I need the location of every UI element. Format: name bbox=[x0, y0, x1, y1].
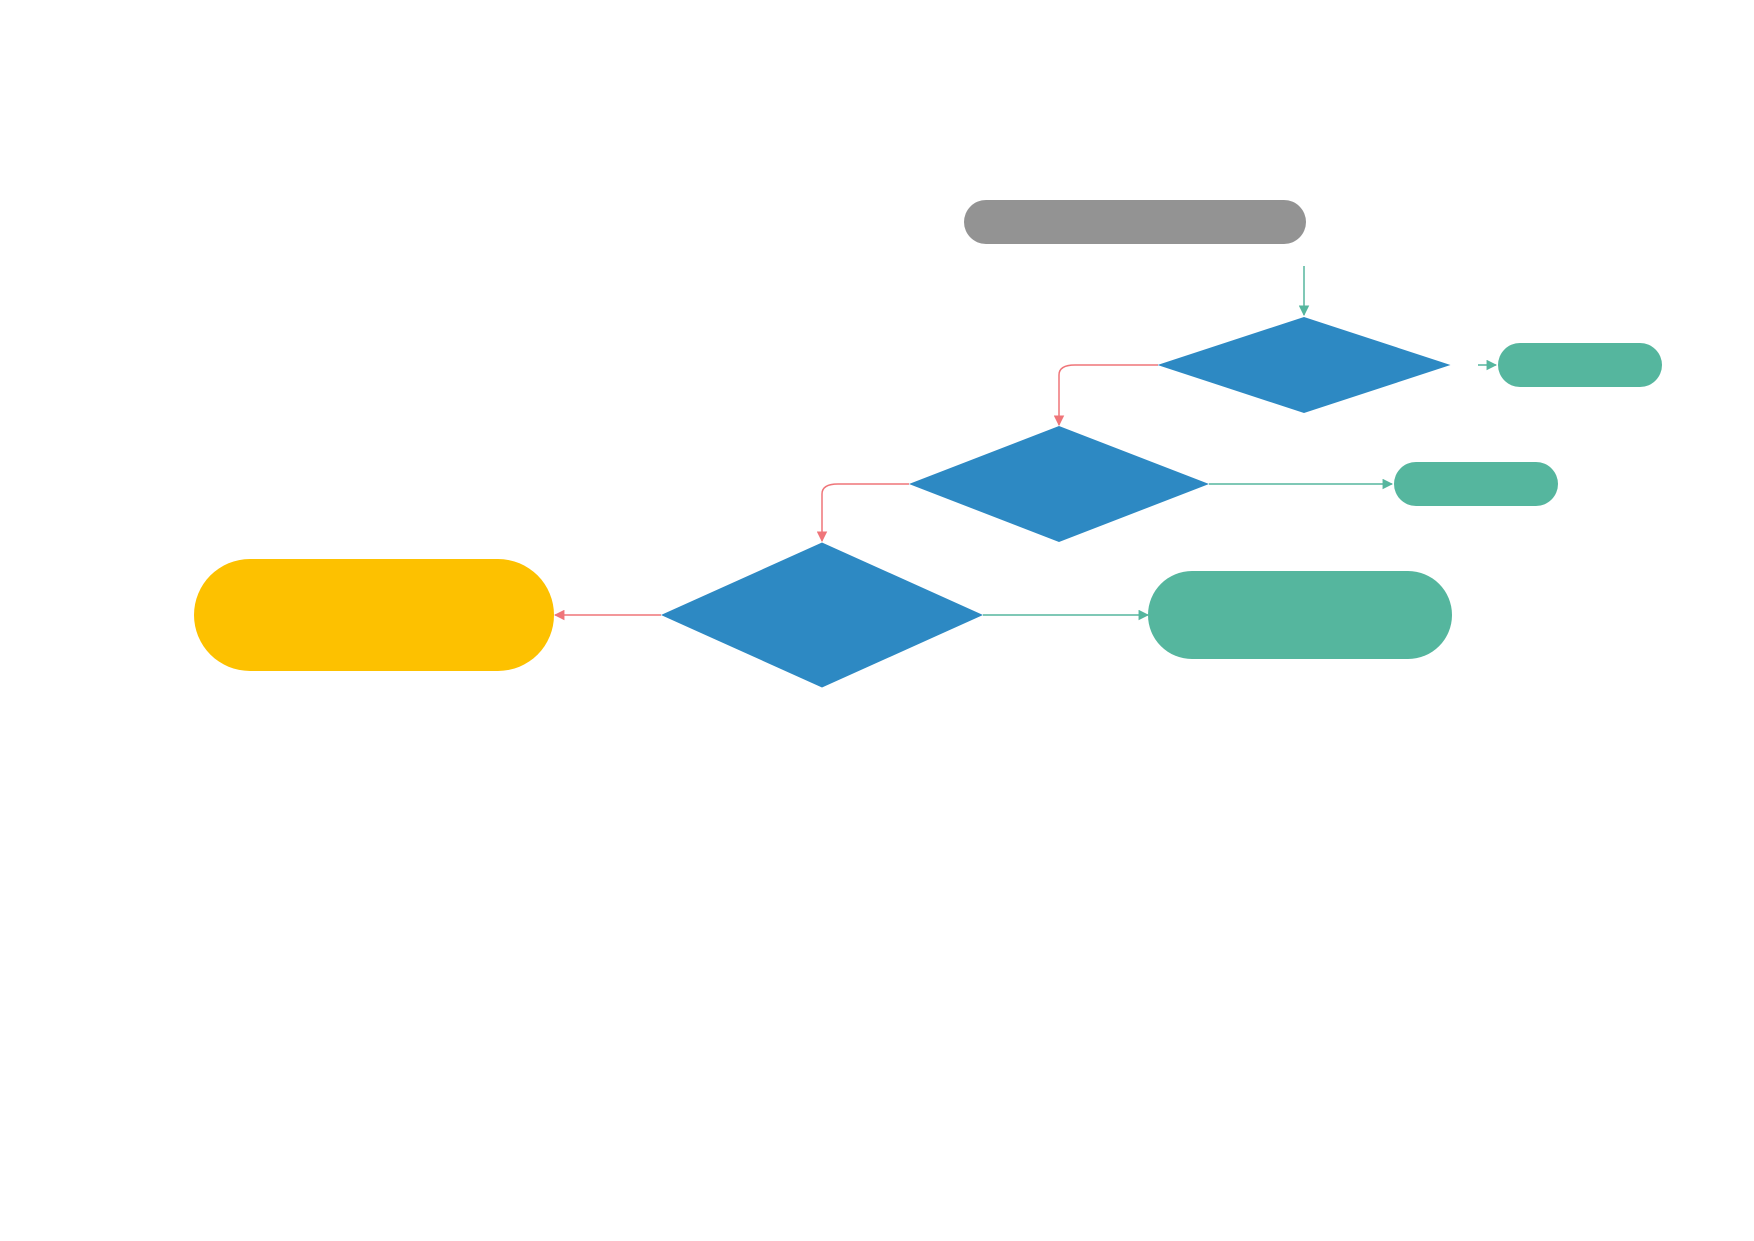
node-outcome-3[interactable] bbox=[1148, 571, 1452, 659]
decision-diamond[interactable] bbox=[661, 542, 983, 688]
node-start[interactable] bbox=[964, 200, 1306, 244]
node-outcome-final[interactable] bbox=[194, 559, 554, 671]
node-decision-3[interactable] bbox=[661, 542, 983, 688]
decision-diamond[interactable] bbox=[1157, 317, 1451, 413]
edge-decision-2-to-decision-3 bbox=[816, 483, 909, 543]
edge-decision-1-to-decision-2 bbox=[1053, 364, 1158, 427]
terminator-shape[interactable] bbox=[1148, 571, 1452, 659]
node-outcome-2[interactable] bbox=[1394, 462, 1558, 506]
terminator-shape[interactable] bbox=[1394, 462, 1558, 506]
terminator-shape[interactable] bbox=[964, 200, 1306, 244]
terminator-shape[interactable] bbox=[194, 559, 554, 671]
node-decision-1[interactable] bbox=[1157, 317, 1451, 413]
nodes-layer bbox=[194, 200, 1662, 688]
decision-diamond[interactable] bbox=[909, 426, 1209, 542]
edges-layer bbox=[553, 266, 1498, 621]
node-decision-2[interactable] bbox=[909, 426, 1209, 542]
terminator-shape[interactable] bbox=[1498, 343, 1662, 387]
node-outcome-1[interactable] bbox=[1498, 343, 1662, 387]
